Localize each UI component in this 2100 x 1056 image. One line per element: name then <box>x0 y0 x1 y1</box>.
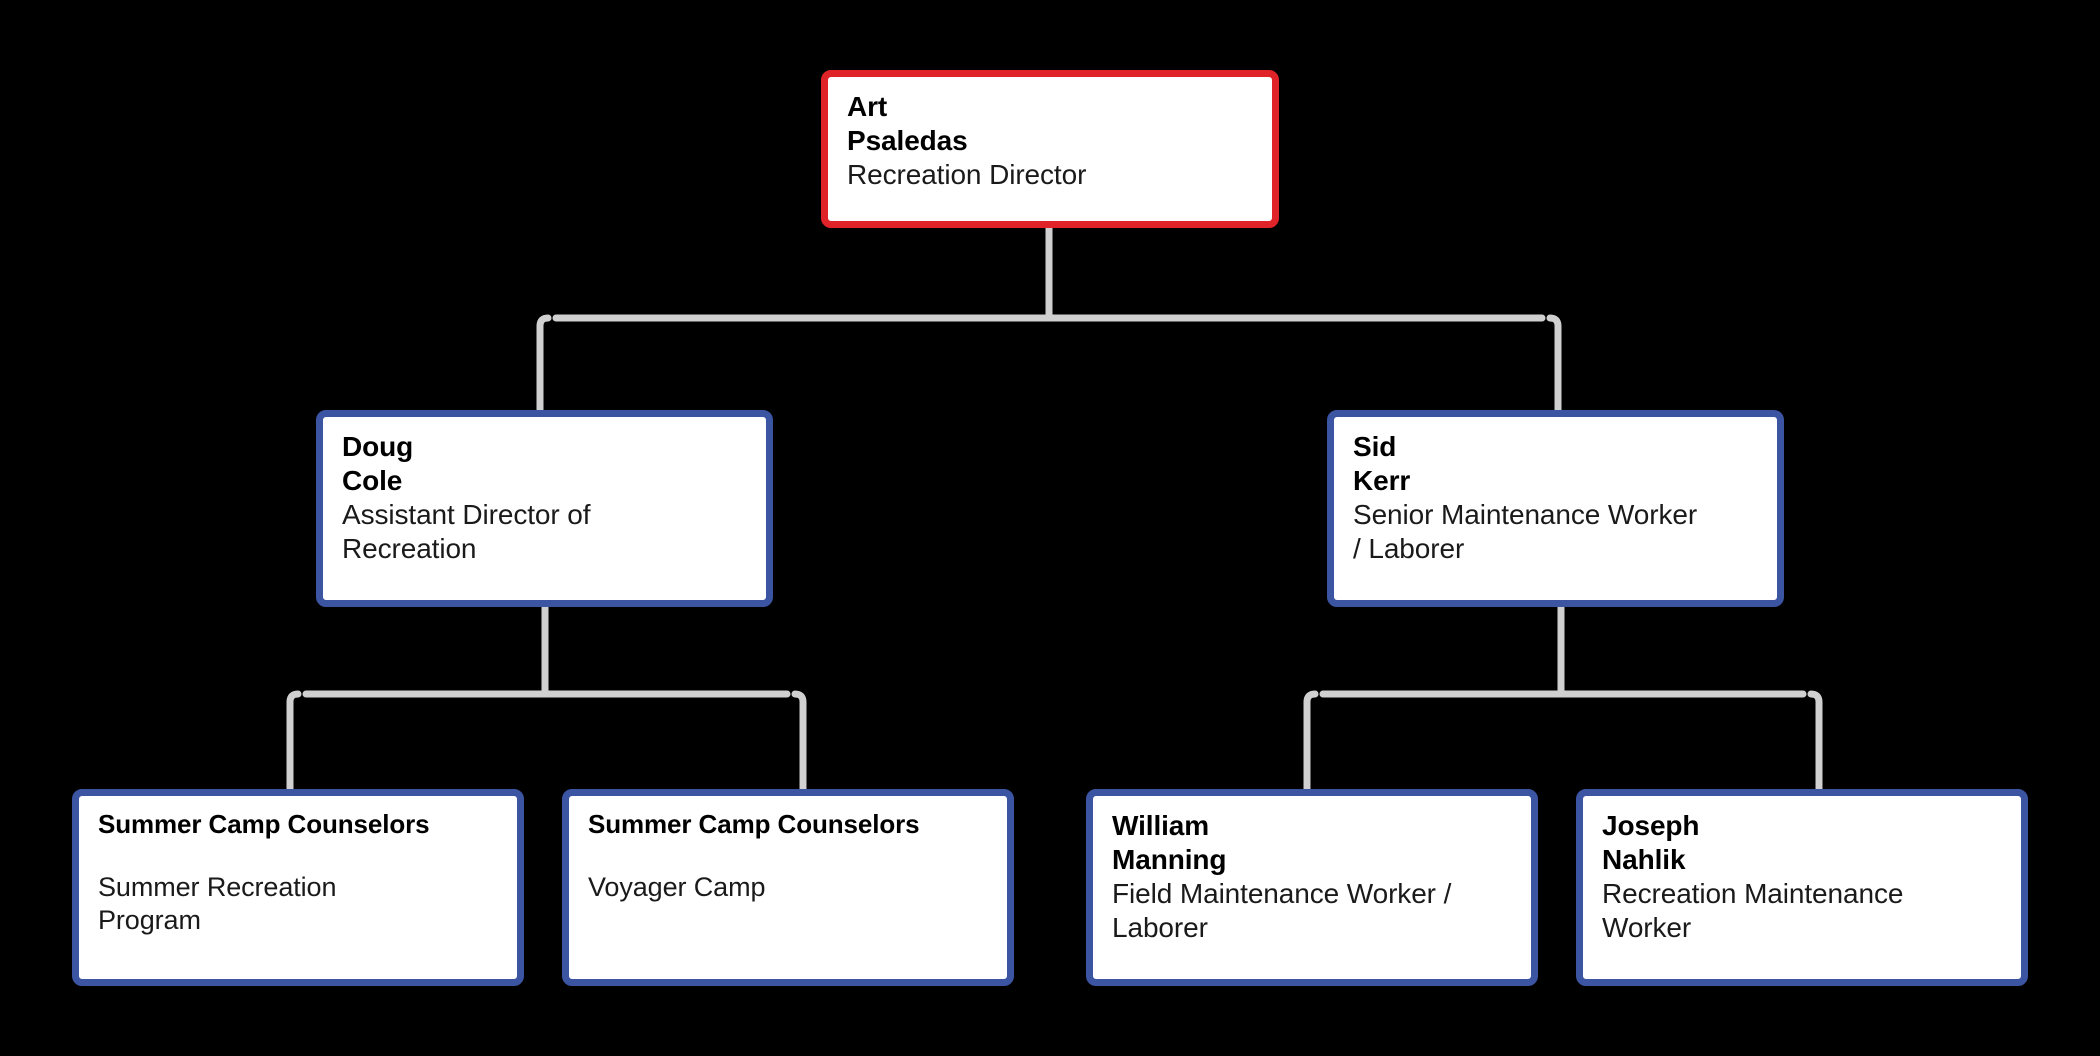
connector-drop-william-manning <box>1303 690 1319 793</box>
org-node-title: Voyager Camp <box>588 871 766 902</box>
org-node-name: Joseph Nahlik <box>1602 810 1700 876</box>
org-node-summer-recreation-program[interactable]: Summer Camp Counselors Summer Recreation… <box>72 789 524 986</box>
org-node-name: Art Psaledas <box>847 91 968 157</box>
org-node-title: Recreation Director <box>847 159 1087 191</box>
org-node-joseph-nahlik[interactable]: Joseph Nahlik Recreation Maintenance Wor… <box>1576 789 2028 986</box>
org-node-content: William Manning Field Maintenance Worker… <box>1093 796 1531 956</box>
org-node-doug-cole[interactable]: Doug Cole Assistant Director of Recreati… <box>316 410 773 607</box>
org-node-content: Doug Cole Assistant Director of Recreati… <box>323 417 766 577</box>
connector-drop-doug-cole <box>536 314 552 414</box>
org-node-art-psaledas[interactable]: Art Psaledas Recreation Director <box>821 70 1279 228</box>
connector-drop-summer-rec-program <box>286 690 302 793</box>
org-node-name: Summer Camp Counselors <box>98 809 430 839</box>
org-node-title: Field Maintenance Worker / Laborer <box>1112 878 1452 944</box>
connector-drop-voyager-camp <box>791 690 807 793</box>
connector-drop-sid-kerr <box>1546 314 1562 414</box>
connector-drop-joseph-nahlik <box>1807 690 1823 793</box>
org-node-voyager-camp[interactable]: Summer Camp Counselors Voyager Camp <box>562 789 1014 986</box>
org-node-william-manning[interactable]: William Manning Field Maintenance Worker… <box>1086 789 1538 986</box>
org-node-title: Senior Maintenance Worker / Laborer <box>1353 499 1698 565</box>
org-node-content: Sid Kerr Senior Maintenance Worker / Lab… <box>1334 417 1777 577</box>
org-node-content: Art Psaledas Recreation Director <box>828 77 1272 202</box>
org-node-sid-kerr[interactable]: Sid Kerr Senior Maintenance Worker / Lab… <box>1327 410 1784 607</box>
org-node-name: Sid Kerr <box>1353 431 1411 497</box>
org-node-content: Summer Camp Counselors Summer Recreation… <box>79 796 517 947</box>
org-node-title: Assistant Director of Recreation <box>342 499 591 565</box>
org-node-name: Doug Cole <box>342 431 414 497</box>
org-node-title: Recreation Maintenance Worker <box>1602 878 1904 944</box>
org-node-name: William Manning <box>1112 810 1227 876</box>
org-node-content: Summer Camp Counselors Voyager Camp <box>569 796 1007 914</box>
org-node-content: Joseph Nahlik Recreation Maintenance Wor… <box>1583 796 2021 956</box>
org-node-title: Summer Recreation Program <box>98 871 337 935</box>
org-node-name: Summer Camp Counselors <box>588 809 920 839</box>
